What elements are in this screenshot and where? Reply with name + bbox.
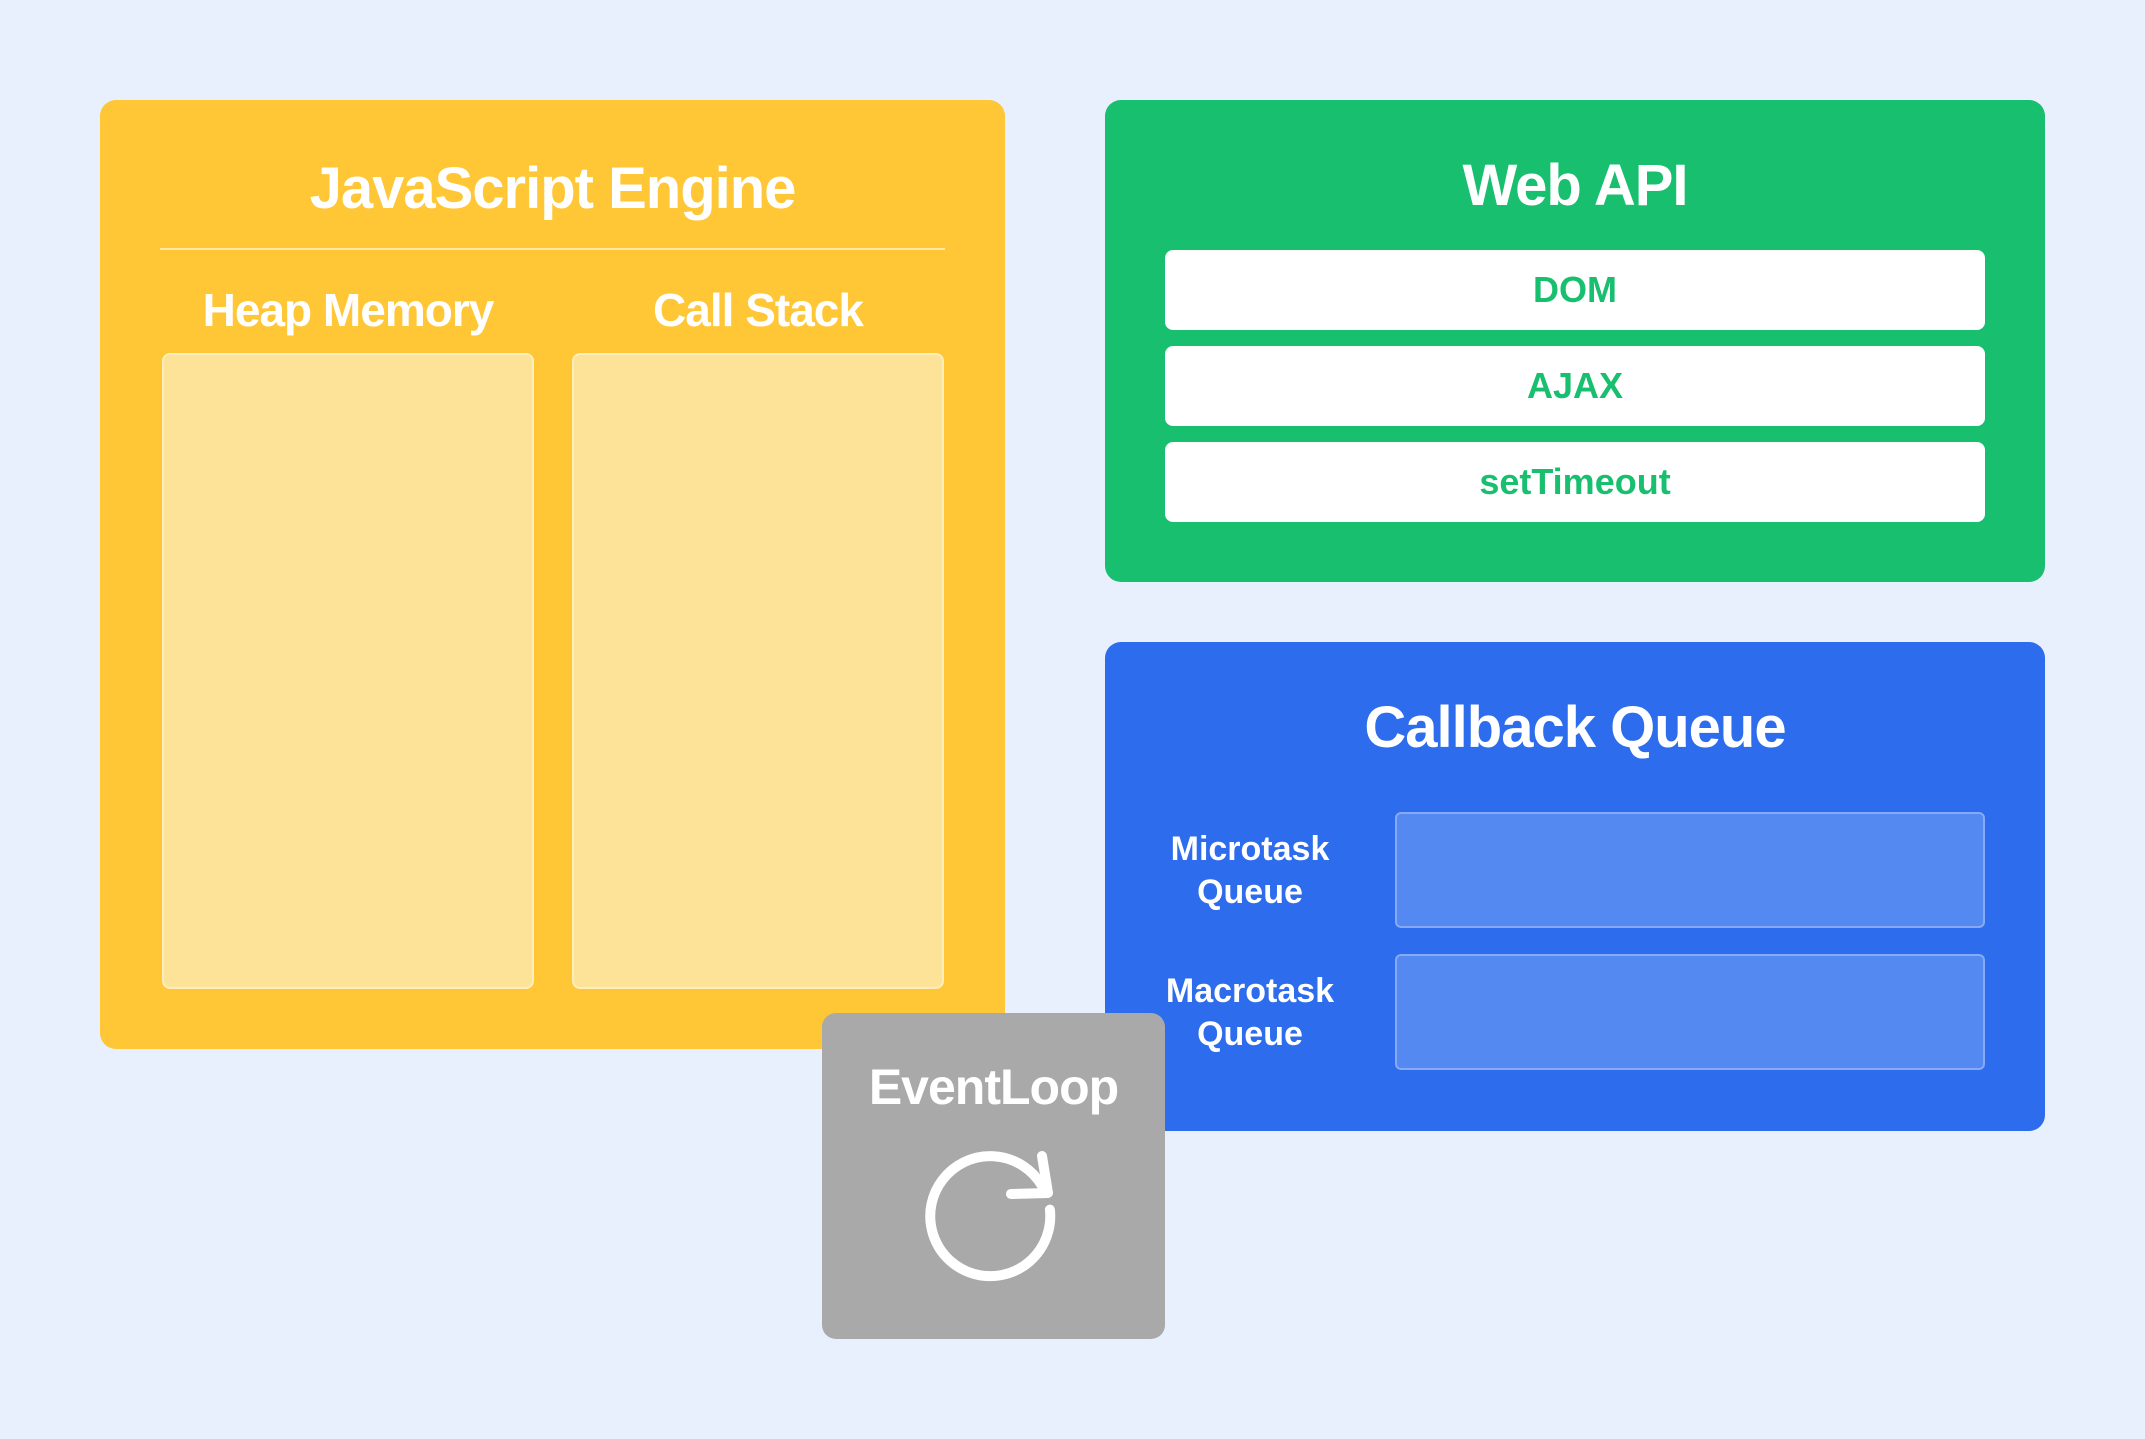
web-api-title: Web API xyxy=(1462,153,1688,218)
macrotask-label-line2: Queue xyxy=(1197,1015,1303,1053)
web-api-item-ajax: AJAX xyxy=(1165,346,1985,426)
engine-title: JavaScript Engine xyxy=(309,156,797,221)
microtask-queue-label: Microtask Queue xyxy=(1155,828,1345,914)
callback-queue-panel: Callback Queue Microtask Queue Macrotask… xyxy=(1105,642,2045,1131)
microtask-label-line1: Microtask xyxy=(1170,830,1330,868)
microtask-label-line2: Queue xyxy=(1197,873,1303,911)
javascript-engine-panel: JavaScript Engine Heap Memory Call Stack xyxy=(100,100,1005,1049)
callback-queue-title: Callback Queue xyxy=(1364,695,1786,760)
web-api-item-dom: DOM xyxy=(1165,250,1985,330)
call-stack-area xyxy=(572,353,944,989)
event-loop-panel: EventLoop xyxy=(822,1013,1165,1339)
macrotask-queue-label: Macrotask Queue xyxy=(1155,970,1345,1056)
event-loop-title: EventLoop xyxy=(868,1059,1119,1115)
macrotask-queue-area xyxy=(1395,954,1985,1070)
macrotask-label-line1: Macrotask xyxy=(1165,972,1335,1010)
microtask-queue-area xyxy=(1395,812,1985,928)
web-api-panel: Web API DOM AJAX setTimeout xyxy=(1105,100,2045,582)
heap-memory-area xyxy=(162,353,534,989)
call-stack-label: Call Stack xyxy=(653,284,864,336)
engine-divider xyxy=(160,248,945,250)
refresh-icon xyxy=(925,1151,1056,1282)
web-api-item-settimeout: setTimeout xyxy=(1165,442,1985,522)
heap-memory-label: Heap Memory xyxy=(202,284,495,336)
